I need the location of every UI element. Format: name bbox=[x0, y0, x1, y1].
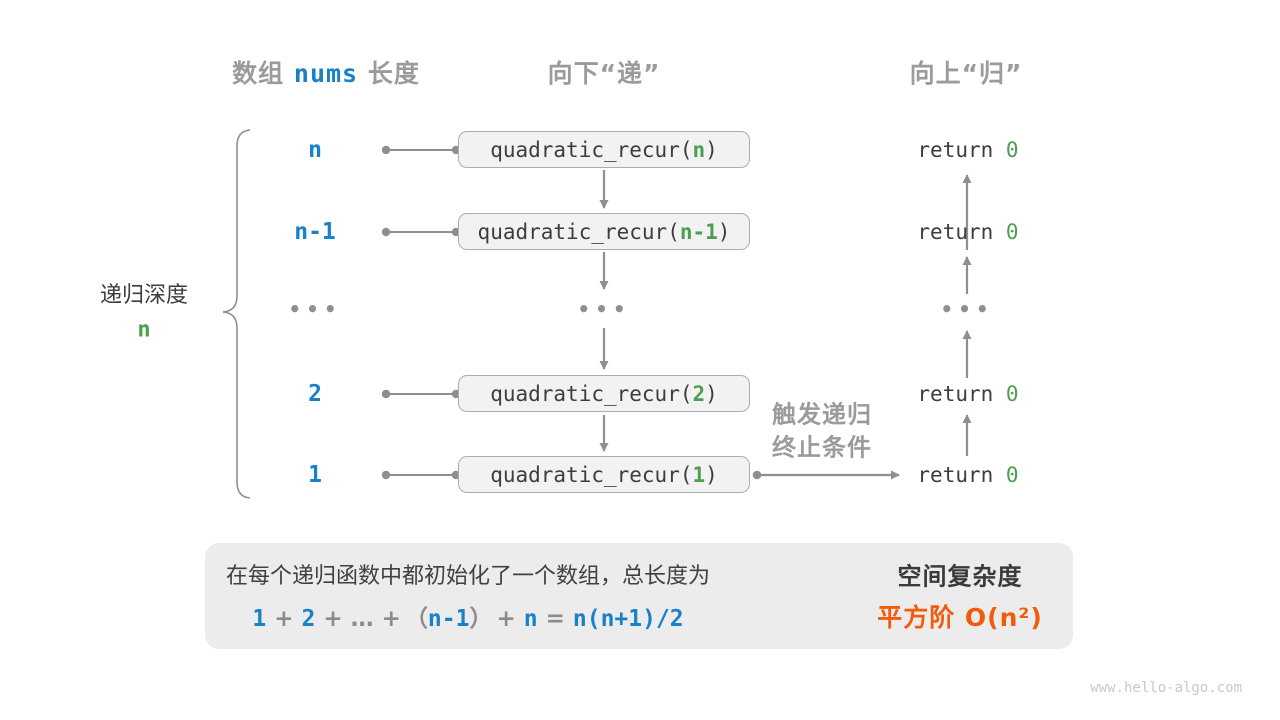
return-statement: return 0 bbox=[917, 138, 1018, 162]
header-array-length-post: 长度 bbox=[367, 59, 420, 88]
header-downward-recurse: 向下“递” bbox=[547, 59, 661, 88]
call-arg: 1 bbox=[692, 462, 706, 487]
call-box-n: quadratic_recur(n) bbox=[458, 131, 750, 168]
call-ellipsis: ••• bbox=[577, 297, 631, 321]
call-prefix: quadratic_recur( bbox=[490, 137, 693, 162]
call-box-n-1: quadratic_recur(n-1) bbox=[458, 213, 750, 250]
summary-box: 在每个递归函数中都初始化了一个数组，总长度为 1+2+…+（n-1）+n=n(n… bbox=[205, 543, 1073, 649]
formula-token: 1 bbox=[252, 606, 267, 632]
nums-connectors bbox=[381, 145, 461, 480]
nums-length-1: 1 bbox=[308, 462, 322, 488]
call-suffix: ) bbox=[705, 462, 718, 487]
call-arg: 2 bbox=[692, 381, 706, 406]
call-prefix: quadratic_recur( bbox=[490, 462, 693, 487]
space-complexity-value: 平方阶 O(n²) bbox=[877, 603, 1043, 632]
header-nums-code: nums bbox=[293, 59, 359, 88]
header-array-length-pre: 数组 bbox=[232, 59, 285, 88]
depth-brace-icon bbox=[222, 129, 251, 499]
formula-token: + bbox=[496, 606, 516, 632]
call-prefix: quadratic_recur( bbox=[477, 219, 680, 244]
return-statement: return 0 bbox=[917, 382, 1018, 406]
nums-ellipsis: ••• bbox=[288, 297, 342, 321]
space-complexity-title: 空间复杂度 bbox=[897, 562, 1023, 591]
formula-token: 2 bbox=[301, 606, 316, 632]
nums-length-n: n bbox=[308, 137, 322, 163]
return-statement: return 0 bbox=[917, 220, 1018, 244]
formula-token: … bbox=[350, 606, 374, 632]
formula-token: + bbox=[274, 606, 294, 632]
return-value: 0 bbox=[1005, 220, 1019, 244]
return-keyword: return bbox=[917, 138, 1006, 162]
return-keyword: return bbox=[917, 220, 1006, 244]
return-value: 0 bbox=[1005, 382, 1019, 406]
return-keyword: return bbox=[917, 382, 1006, 406]
formula-token: ） bbox=[469, 606, 493, 632]
call-box-2: quadratic_recur(2) bbox=[458, 375, 750, 412]
formula-token: n bbox=[523, 606, 538, 632]
return-keyword: return bbox=[917, 463, 1006, 487]
formula-token: （ bbox=[404, 606, 428, 632]
formula-token: = bbox=[545, 606, 565, 632]
recursion-depth-label: 递归深度 bbox=[99, 283, 189, 308]
nums-length-2: 2 bbox=[308, 381, 322, 407]
formula-token: + bbox=[381, 606, 401, 632]
header-upward-return: 向上“归” bbox=[909, 59, 1023, 88]
call-box-1: quadratic_recur(1) bbox=[458, 456, 750, 493]
return-statement: return 0 bbox=[917, 463, 1018, 487]
nums-length-n-1: n-1 bbox=[294, 219, 336, 245]
formula-token: n-1 bbox=[427, 606, 470, 632]
summary-sentence: 在每个递归函数中都初始化了一个数组，总长度为 bbox=[225, 564, 711, 589]
call-arg: n bbox=[692, 137, 706, 162]
summary-formula: 1+2+…+（n-1）+n=n(n+1)/2 bbox=[248, 599, 687, 633]
formula-token: + bbox=[323, 606, 343, 632]
call-suffix: ) bbox=[717, 219, 731, 244]
call-suffix: ) bbox=[705, 381, 718, 406]
formula-token: n(n+1)/2 bbox=[572, 606, 684, 632]
return-value: 0 bbox=[1005, 138, 1019, 162]
base-case-note-line1: 触发递归 bbox=[772, 400, 872, 429]
return-value: 0 bbox=[1005, 463, 1019, 487]
header-array-length: 数组 nums 长度 bbox=[232, 54, 420, 90]
return-ellipsis: ••• bbox=[940, 297, 994, 321]
watermark: www.hello-algo.com bbox=[1090, 680, 1242, 696]
base-case-arrow bbox=[752, 470, 900, 480]
recursion-depth-value: n bbox=[137, 317, 151, 343]
call-prefix: quadratic_recur( bbox=[490, 381, 693, 406]
call-suffix: ) bbox=[705, 137, 718, 162]
base-case-note-line2: 终止条件 bbox=[772, 433, 872, 462]
call-arg: n-1 bbox=[679, 219, 718, 244]
